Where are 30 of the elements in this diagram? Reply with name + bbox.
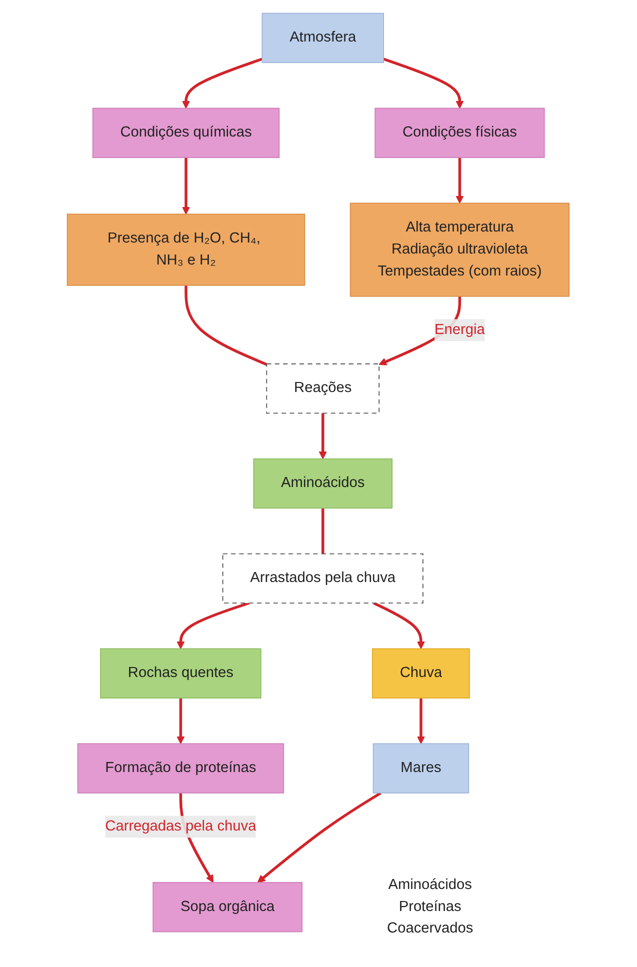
arrow [176,602,250,650]
node-box: Formação de proteínas [78,743,284,794]
connector [322,508,325,554]
node-box: Reações [266,363,380,414]
node-box: Presença de H₂O, CH₄, NH₃ e H₂ [67,214,306,286]
node-box: Rochas quentes [100,648,262,698]
node-box: Atmosfera [262,12,384,64]
node-box: Aminoácidos [253,458,393,509]
arrow [456,158,464,204]
node-box: Alta temperatura Radiação ultravioleta Tempestades (com raios) [350,202,570,297]
arrow [176,698,185,744]
arrow [383,58,464,109]
arrow [182,58,263,109]
arrow [258,792,382,883]
node-box: Arrastados pela chuva [222,553,424,604]
arrow [417,698,426,744]
node-label: Coacervados [387,920,474,936]
node-box: Condições químicas [92,108,280,158]
node-box: Condições físicas [374,108,546,158]
edge-label: Carregadas pela chuva [105,818,256,834]
node-label: Proteínas [399,898,462,914]
node-box: Chuva [372,648,470,698]
node-label: Aminoácidos [388,876,472,893]
node-box: Sopa orgânica [152,882,303,932]
arrow [374,602,426,650]
arrow [182,158,190,215]
edge-label: Energia [434,322,486,338]
arrow [319,413,328,460]
connector [184,285,268,366]
node-box: Mares [373,743,470,794]
